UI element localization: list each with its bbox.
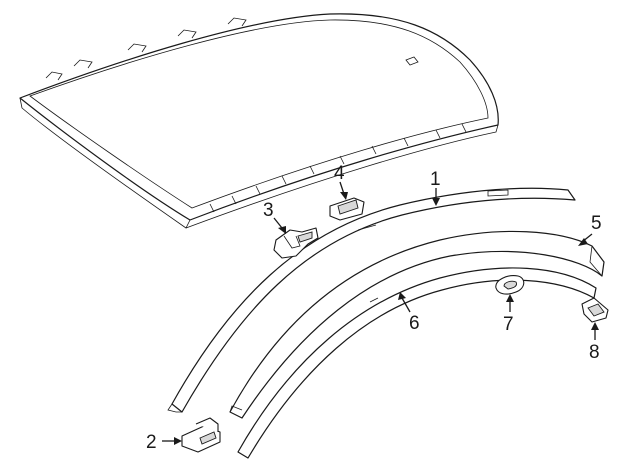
- callout-6: 6: [398, 292, 420, 334]
- clip-part-2: [181, 417, 221, 453]
- callout-7: 7: [503, 294, 514, 335]
- roof-molding-outer: [167, 187, 576, 413]
- callout-label-3: 3: [263, 200, 274, 221]
- roof-panel: [19, 13, 499, 229]
- callout-label-8: 8: [589, 342, 600, 363]
- callout-8: 8: [589, 322, 600, 363]
- callout-label-6: 6: [409, 313, 420, 334]
- callout-label-5: 5: [591, 213, 602, 234]
- retainer-part-8: [581, 297, 609, 323]
- callout-label-4: 4: [334, 163, 345, 184]
- grommet-part-7: [495, 275, 525, 295]
- callout-5: 5: [578, 213, 602, 246]
- clip-part-4: [329, 197, 365, 221]
- callout-2: 2: [146, 432, 182, 453]
- callout-label-1: 1: [430, 169, 441, 190]
- callout-label-7: 7: [503, 314, 514, 335]
- callout-label-2: 2: [146, 432, 157, 453]
- callout-1: 1: [430, 169, 441, 206]
- roof-molding-inner: [229, 230, 605, 419]
- molding-strip: [237, 267, 597, 459]
- callout-4: 4: [334, 163, 348, 200]
- bracket-part-3: [273, 227, 319, 259]
- callout-3: 3: [263, 200, 286, 234]
